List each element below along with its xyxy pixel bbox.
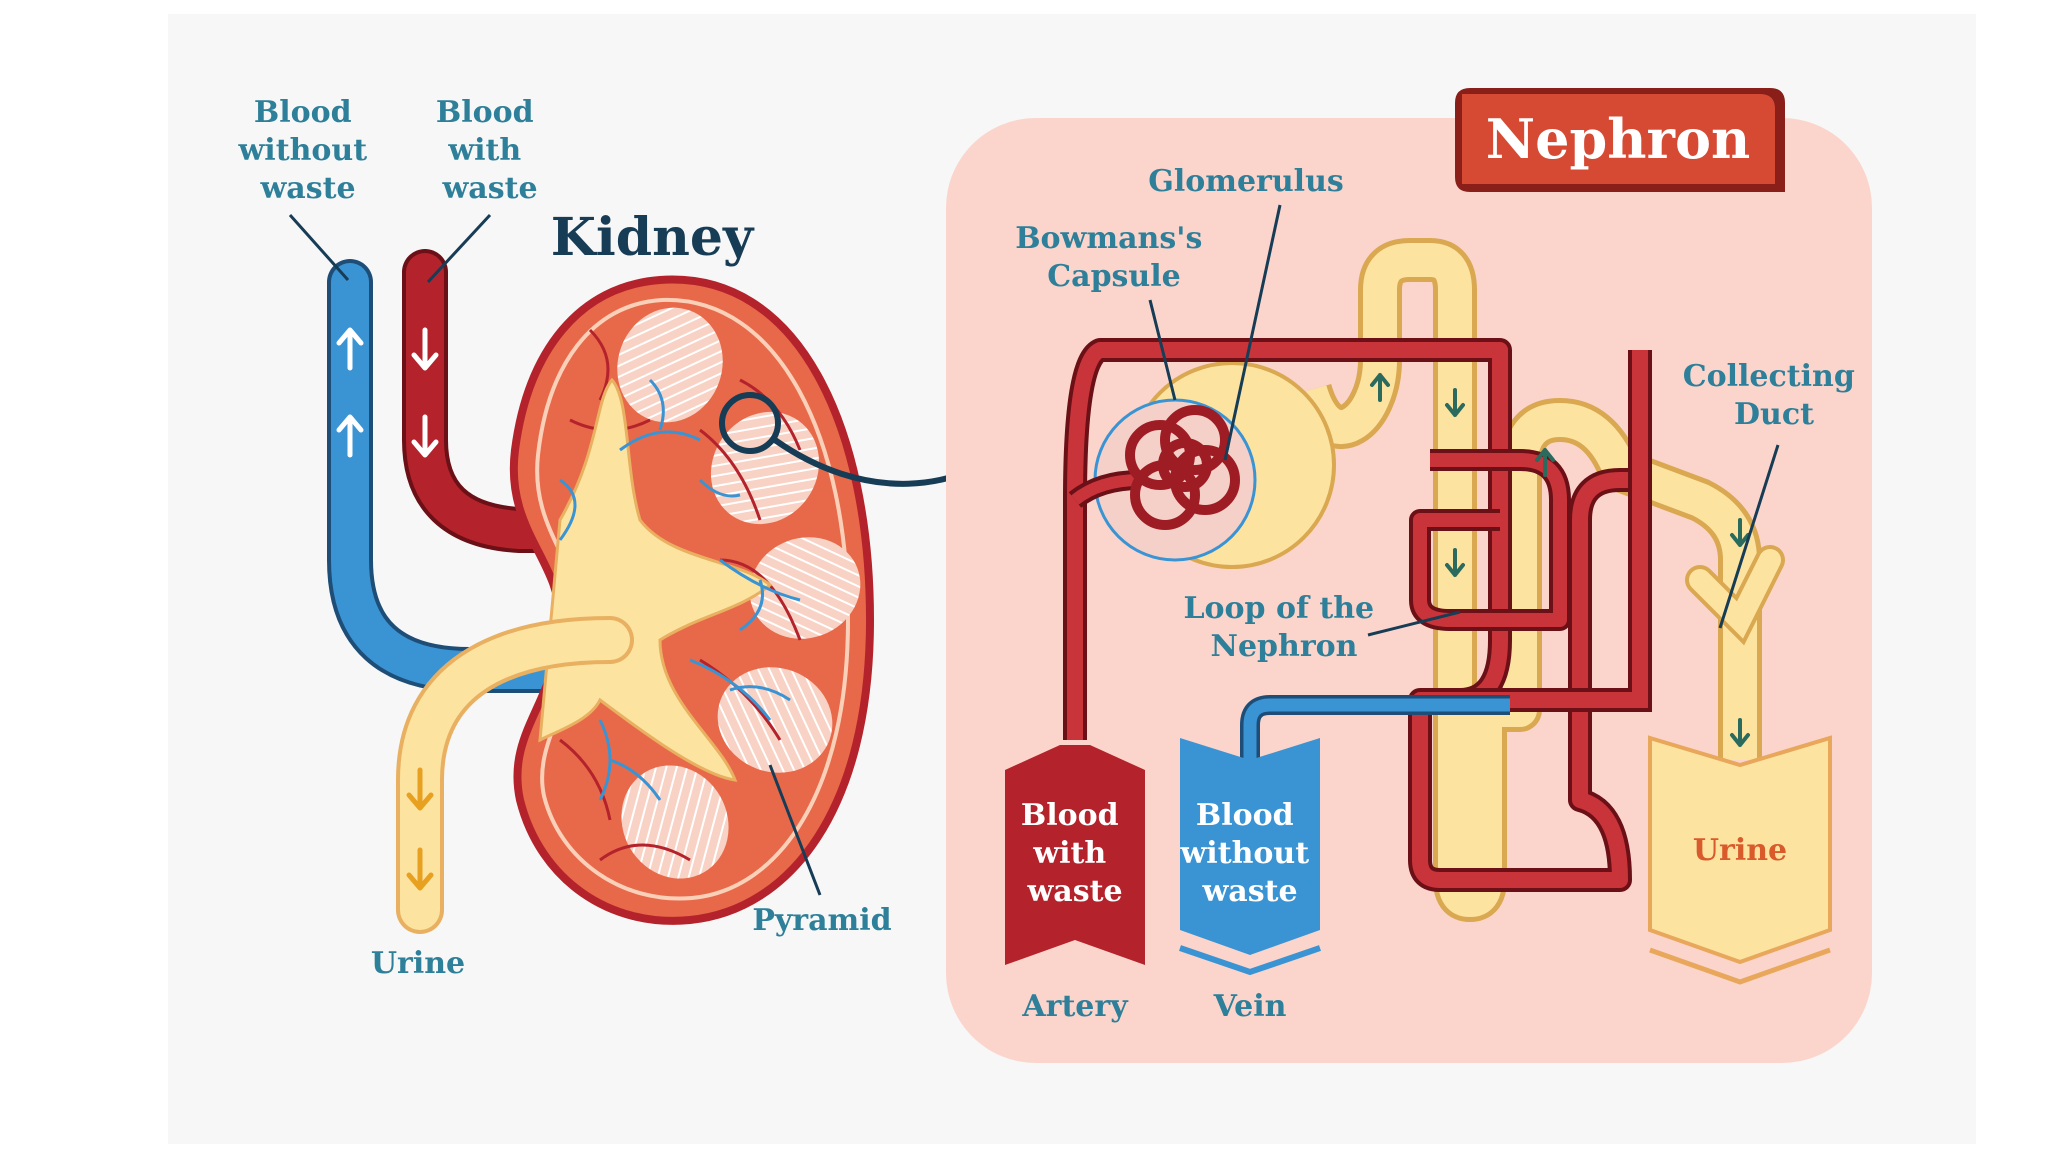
- label-artery: Artery: [1021, 989, 1129, 1024]
- artery-box-label: Blood with waste: [1021, 798, 1129, 909]
- label-line: waste: [441, 171, 537, 206]
- label-line: waste: [1201, 874, 1297, 909]
- nephron-section: Nephron: [946, 88, 1872, 1063]
- label-blood-without-waste: Blood without waste: [237, 95, 377, 206]
- vein-flow-arrows: [336, 327, 364, 458]
- capillaries: [558, 378, 801, 801]
- label-line: with: [447, 133, 521, 168]
- leader-blood-without-waste: [288, 214, 350, 281]
- nephron-title-tag: Nephron: [1455, 88, 1785, 192]
- label-line: Blood: [254, 95, 352, 130]
- label-line: with: [1032, 836, 1106, 871]
- artery-flow-arrows: [411, 327, 439, 458]
- urine-box: Urine: [1648, 735, 1832, 985]
- leader-blood-with-waste: [426, 213, 492, 284]
- label-pyramid: Pyramid: [752, 903, 891, 938]
- label-line: Capsule: [1047, 259, 1180, 294]
- label-line: without: [237, 133, 367, 168]
- peritubular-vessels: [1063, 338, 1652, 892]
- label-line: waste: [259, 171, 355, 206]
- artery-box: Blood with waste: [1005, 745, 1145, 965]
- vein-box: Blood without waste: [1179, 738, 1321, 976]
- renal-pelvis: [538, 377, 773, 782]
- label-loop-of-nephron: Loop of the Nephron: [1183, 591, 1384, 664]
- vein-box-label: Blood without waste: [1179, 798, 1319, 909]
- label-urine: Urine: [371, 946, 465, 981]
- label-collecting-duct: Collecting Duct: [1683, 359, 1866, 432]
- urine-box-label: Urine: [1693, 833, 1787, 868]
- leader-glomerulus: [1223, 204, 1282, 461]
- kidney-title: Kidney: [551, 207, 755, 268]
- leader-collecting-duct: [1718, 444, 1780, 629]
- label-line: Collecting: [1683, 359, 1855, 394]
- label-line: Bowmans's: [1015, 221, 1202, 256]
- leader-pyramid: [768, 764, 822, 896]
- label-line: Loop of the: [1183, 591, 1374, 626]
- label-line: Blood: [436, 95, 534, 130]
- nephron-title: Nephron: [1486, 107, 1750, 171]
- label-glomerulus: Glomerulus: [1148, 164, 1344, 199]
- label-bowmans-capsule: Bowmans's Capsule: [1015, 221, 1213, 294]
- leader-loop: [1367, 610, 1461, 637]
- glomerulus: [1125, 405, 1240, 530]
- label-line: Blood: [1021, 798, 1119, 833]
- label-line: without: [1179, 836, 1309, 871]
- label-line: waste: [1026, 874, 1122, 909]
- label-line: Duct: [1734, 397, 1814, 432]
- leader-bowmans-capsule: [1148, 299, 1177, 401]
- kidney-section: Blood without waste Blood with waste Kid…: [237, 95, 1035, 981]
- label-line: Nephron: [1211, 629, 1358, 664]
- label-line: Blood: [1196, 798, 1294, 833]
- label-vein: Vein: [1213, 989, 1287, 1024]
- kidney-organ: [509, 275, 875, 925]
- nephron-vein: [1240, 695, 1510, 790]
- label-blood-with-waste: Blood with waste: [436, 95, 544, 206]
- ureter: [396, 616, 634, 934]
- tubule-flow-arrows: [1370, 373, 1750, 747]
